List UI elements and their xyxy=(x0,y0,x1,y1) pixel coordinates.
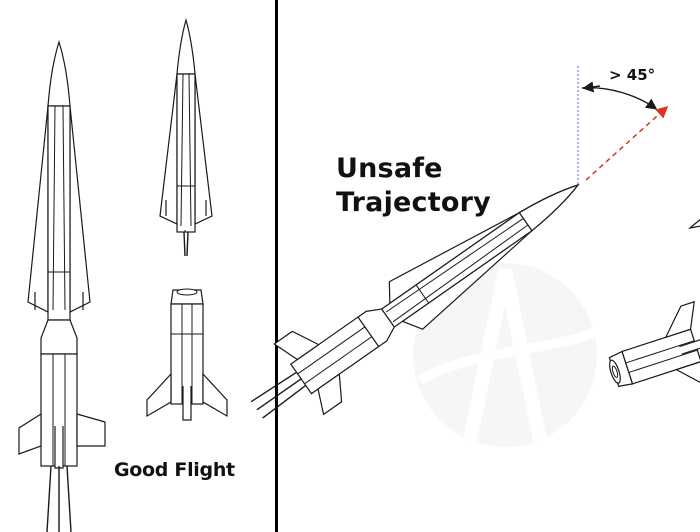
upper-stage-rocket-unsafe xyxy=(688,198,700,229)
two-stage-rocket-good xyxy=(18,39,106,532)
unsafe-title-line-1: Unsafe xyxy=(336,153,443,184)
unsafe-trajectory-title: Unsafe Trajectory xyxy=(336,152,491,220)
watermark-logo xyxy=(413,263,603,447)
angle-label: > 45° xyxy=(609,66,656,84)
unsafe-title-line-2: Trajectory xyxy=(336,187,491,218)
trajectory-arrow xyxy=(585,105,669,181)
two-stage-rocket-unsafe xyxy=(250,183,580,419)
booster-stage-unsafe xyxy=(608,300,700,387)
good-flight-caption: Good Flight xyxy=(114,459,235,481)
angle-arc xyxy=(581,87,658,110)
booster-stage xyxy=(146,288,228,421)
upper-stage-rocket xyxy=(159,17,213,257)
